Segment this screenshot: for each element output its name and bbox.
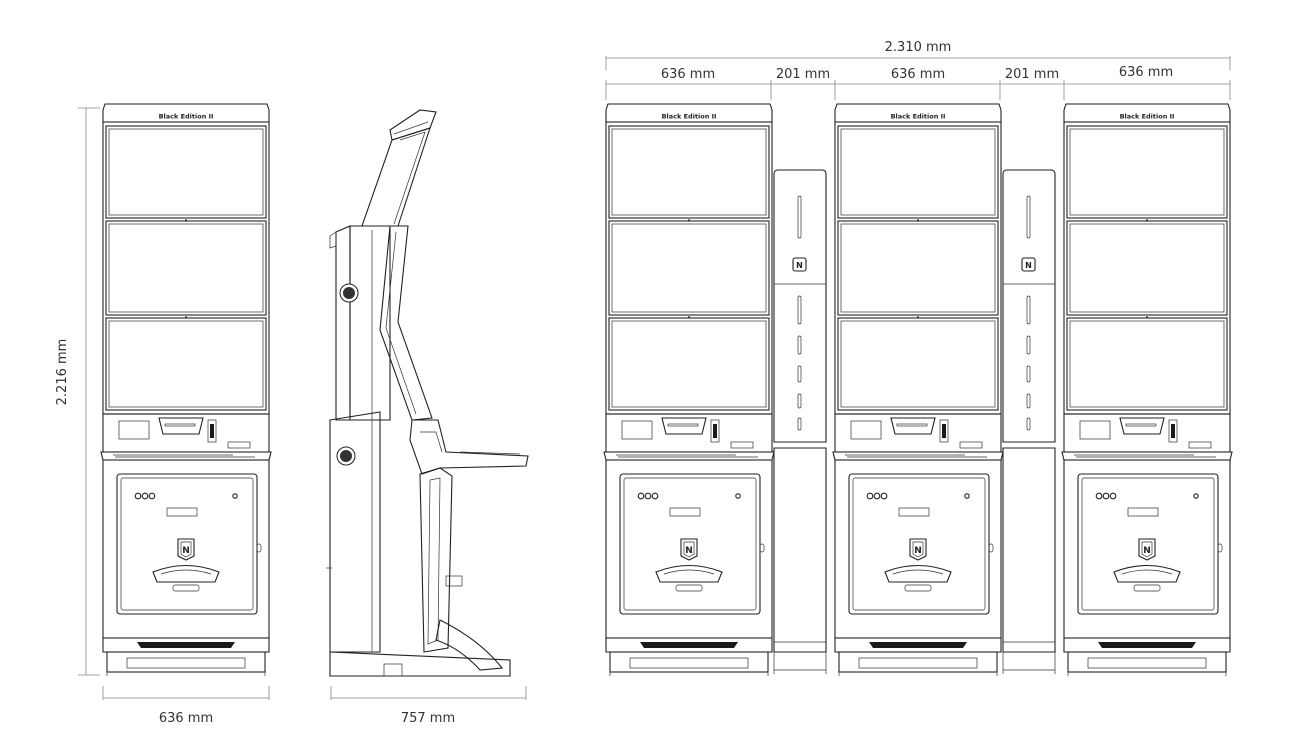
height-dimension-label: 2.216 mm [55, 339, 70, 406]
side-depth-dimension-label: 757 mm [401, 711, 455, 726]
row-total-width-label: 2.310 mm [885, 40, 952, 55]
row-view: Black Edition II Black Edition II Black … [603, 40, 1233, 677]
row-brand-label-1: Black Edition II [662, 113, 717, 121]
segment-label-1: 636 mm [661, 67, 715, 82]
segment-label-4: 201 mm [1005, 67, 1059, 82]
side-view: 757 mm [326, 109, 529, 726]
segment-label-3: 636 mm [891, 67, 945, 82]
front-view: Black Edition II 2.216 mm 636 mm [55, 103, 272, 726]
segment-label-5: 636 mm [1119, 65, 1173, 80]
segment-dimensions: 636 mm 201 mm 636 mm 201 mm 636 mm [605, 65, 1231, 100]
front-width-dimension-label: 636 mm [159, 711, 213, 726]
row-brand-label-2: Black Edition II [891, 113, 946, 121]
segment-label-2: 201 mm [776, 67, 830, 82]
row-brand-label-3: Black Edition II [1120, 113, 1175, 121]
front-brand-label: Black Edition II [159, 113, 214, 121]
